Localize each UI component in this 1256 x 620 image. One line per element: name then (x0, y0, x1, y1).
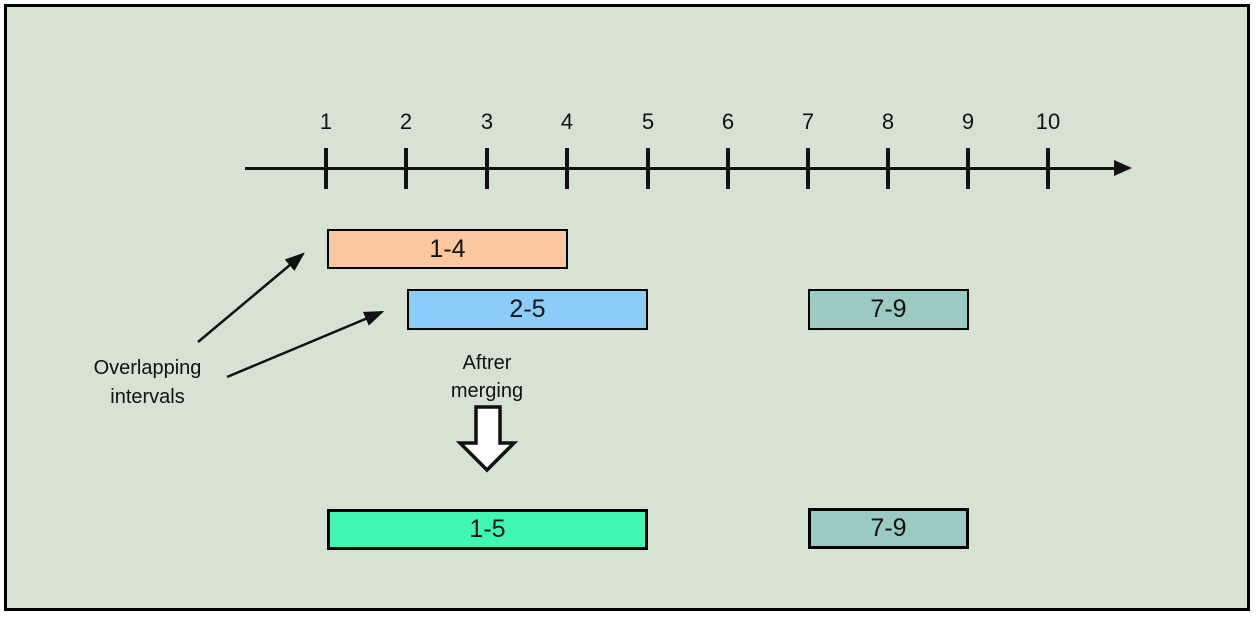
pointer-arrow-icon (226, 310, 385, 379)
tick-mark (324, 148, 328, 189)
tick-label: 3 (480, 109, 494, 134)
merge-down-arrow-icon (455, 405, 519, 473)
axis-arrowhead-icon (1114, 160, 1132, 176)
overlapping-intervals-label-line1: Overlapping (93, 357, 202, 379)
tick-label: 10 (1035, 109, 1061, 134)
tick-mark (886, 148, 890, 189)
tick-mark (966, 148, 970, 189)
tick-label: 6 (721, 109, 735, 134)
interval-bar-1-4: 1-4 (327, 229, 568, 269)
interval-bar-label: 2-5 (509, 295, 546, 323)
interval-bar-label: 1-5 (469, 515, 506, 543)
tick-label: 1 (319, 109, 333, 134)
after-merging-label: Aftrer merging (417, 349, 557, 405)
overlapping-intervals-label-line2: intervals (110, 386, 185, 408)
interval-bar-1-5-merged: 1-5 (327, 509, 648, 550)
tick-label: 2 (399, 109, 413, 134)
tick-label: 4 (560, 109, 574, 134)
tick-label: 8 (881, 109, 895, 134)
tick-label: 5 (641, 109, 655, 134)
tick-mark (1046, 148, 1050, 189)
overlapping-intervals-label: Overlapping intervals (55, 354, 240, 412)
tick-mark (726, 148, 730, 189)
interval-bar-2-5: 2-5 (407, 289, 648, 330)
interval-bar-label: 1-4 (429, 234, 466, 263)
pointer-arrow-icon (197, 252, 305, 343)
tick-label: 9 (961, 109, 975, 134)
interval-bar-label: 7-9 (870, 514, 907, 542)
tick-label: 7 (801, 109, 815, 134)
tick-mark (806, 148, 810, 189)
number-line-axis (245, 167, 1117, 170)
tick-mark (565, 148, 569, 189)
after-merging-label-line2: merging (450, 380, 524, 402)
after-merging-label-line1: Aftrer (462, 352, 512, 374)
tick-mark (485, 148, 489, 189)
interval-bar-7-9-top: 7-9 (808, 289, 969, 330)
interval-bar-7-9-merged: 7-9 (808, 508, 969, 549)
interval-bar-label: 7-9 (870, 295, 907, 323)
tick-mark (646, 148, 650, 189)
tick-mark (404, 148, 408, 189)
